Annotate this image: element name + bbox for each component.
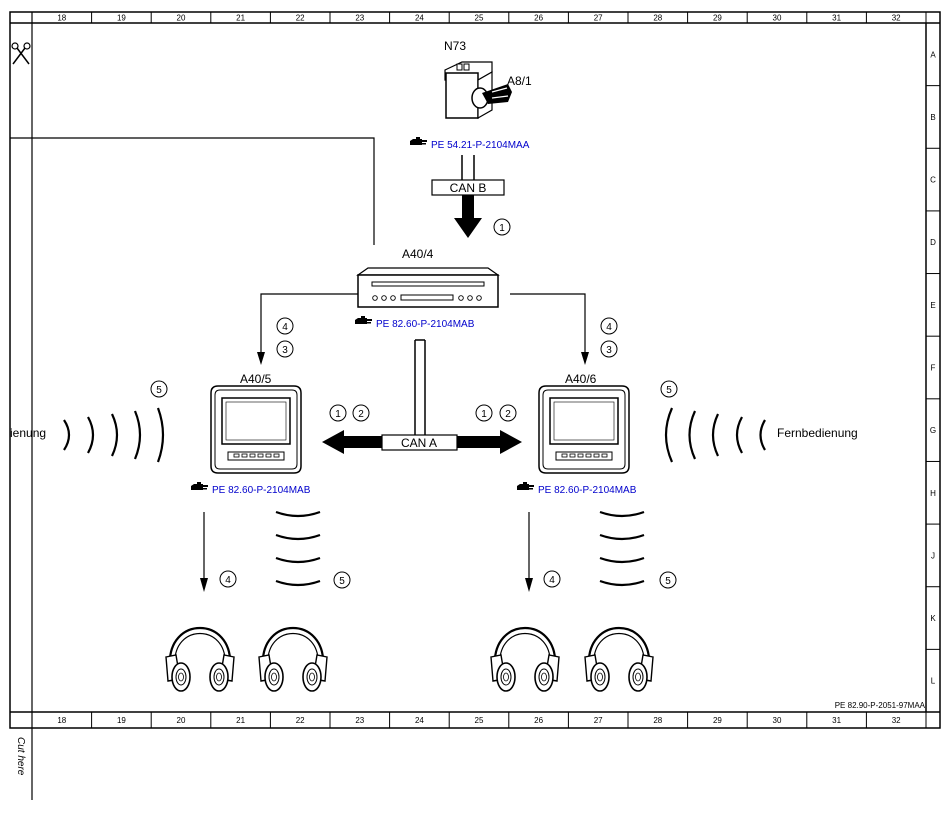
row-letter: D xyxy=(930,238,936,247)
left-monitor-icon xyxy=(210,385,302,474)
row-letter: C xyxy=(930,176,936,185)
column-number: 28 xyxy=(653,14,662,23)
right-remote-label: Fernbedienung xyxy=(777,426,858,440)
reference-hand-icon xyxy=(355,316,372,324)
column-number: 25 xyxy=(475,716,484,725)
column-number: 21 xyxy=(236,716,245,725)
column-number: 32 xyxy=(892,14,901,23)
marker-5: 5 xyxy=(156,385,162,396)
column-number: 19 xyxy=(117,716,126,725)
a40-4-label: A40/4 xyxy=(402,247,434,261)
column-number: 32 xyxy=(892,716,901,725)
marker-4: 4 xyxy=(225,575,231,586)
row-letter: L xyxy=(931,677,936,686)
column-number: 24 xyxy=(415,14,424,23)
marker-3: 3 xyxy=(282,345,288,356)
can-b-label: CAN B xyxy=(450,181,487,195)
marker-5: 5 xyxy=(665,576,671,587)
column-number: 24 xyxy=(415,716,424,725)
column-number: 20 xyxy=(177,14,186,23)
marker-1: 1 xyxy=(481,409,487,420)
marker-1: 1 xyxy=(335,409,341,420)
reference-hand-icon xyxy=(517,482,534,490)
headphone-icon xyxy=(583,626,655,693)
a40-6-reference-link[interactable]: PE 82.60-P-2104MAB xyxy=(538,485,637,496)
n73-label: N73 xyxy=(444,39,466,53)
column-number: 18 xyxy=(57,14,66,23)
column-ruler-top: 18 19 20 21 22 23 24 25 26 27 28 29 30 31 32 xyxy=(57,12,927,23)
column-number: 26 xyxy=(534,716,543,725)
dvd-player-icon xyxy=(356,267,500,308)
a40-6-label: A40/6 xyxy=(565,372,597,386)
marker-3: 3 xyxy=(606,345,612,356)
column-number: 29 xyxy=(713,14,722,23)
reference-hand-icon xyxy=(191,482,208,490)
column-number: 27 xyxy=(594,716,603,725)
column-number: 22 xyxy=(296,14,305,23)
column-number: 29 xyxy=(713,716,722,725)
headphone-icon xyxy=(489,626,561,693)
left-headphone-ir-waves-icon xyxy=(275,510,321,587)
row-letter: A xyxy=(930,50,936,59)
column-number: 19 xyxy=(117,14,126,23)
column-number: 31 xyxy=(832,14,841,23)
row-ruler-right: A B C D E F G H J K L xyxy=(926,50,940,686)
scissors-icon xyxy=(11,42,31,65)
marker-4: 4 xyxy=(606,322,612,333)
row-letter: H xyxy=(930,489,936,498)
cut-here-text: Cut here xyxy=(15,737,26,776)
a40-5-label: A40/5 xyxy=(240,372,272,386)
headphone-icon xyxy=(257,626,329,693)
right-monitor-icon xyxy=(538,385,630,474)
a8-1-label: A8/1 xyxy=(507,74,532,88)
a40-4-reference-link[interactable]: PE 82.60-P-2104MAB xyxy=(376,319,475,330)
column-number: 28 xyxy=(653,716,662,725)
column-number: 25 xyxy=(475,14,484,23)
ignition-switch-icon xyxy=(444,61,512,120)
marker-2: 2 xyxy=(505,409,511,420)
marker-5: 5 xyxy=(339,576,345,587)
sheet-frame xyxy=(9,11,941,800)
can-a-box xyxy=(381,434,458,451)
row-letter: G xyxy=(930,426,936,435)
left-remote-label: ienung xyxy=(10,426,46,440)
column-number: 30 xyxy=(773,716,782,725)
column-number: 23 xyxy=(355,716,364,725)
column-number: 20 xyxy=(177,716,186,725)
column-number: 21 xyxy=(236,14,245,23)
row-letter: B xyxy=(930,113,935,122)
reference-hand-icon xyxy=(410,137,427,145)
row-letter: E xyxy=(930,301,935,310)
column-number: 27 xyxy=(594,14,603,23)
n73-reference-link[interactable]: PE 54.21-P-2104MAA xyxy=(431,140,530,151)
right-headphone-ir-waves-icon xyxy=(599,510,645,587)
sheet-id: PE 82.90-P-2051-97MAA xyxy=(835,701,926,710)
right-ir-waves-icon xyxy=(664,407,766,463)
column-number: 22 xyxy=(296,716,305,725)
row-letter: J xyxy=(931,551,935,560)
column-number: 23 xyxy=(355,14,364,23)
marker-1: 1 xyxy=(499,223,505,234)
column-number: 30 xyxy=(773,14,782,23)
marker-4: 4 xyxy=(282,322,288,333)
column-number: 18 xyxy=(57,716,66,725)
row-letter: F xyxy=(931,364,936,373)
a40-5-reference-link[interactable]: PE 82.60-P-2104MAB xyxy=(212,485,311,496)
headphone-icon xyxy=(164,626,236,693)
column-ruler-bottom: 18 19 20 21 22 23 24 25 26 27 28 29 30 31 32 xyxy=(57,712,927,728)
row-letter: K xyxy=(930,614,936,623)
marker-5: 5 xyxy=(666,385,672,396)
left-ir-waves-icon xyxy=(63,407,165,463)
marker-2: 2 xyxy=(358,409,364,420)
column-number: 26 xyxy=(534,14,543,23)
marker-4: 4 xyxy=(549,575,555,586)
can-a-label: CAN A xyxy=(401,436,437,450)
column-number: 31 xyxy=(832,716,841,725)
